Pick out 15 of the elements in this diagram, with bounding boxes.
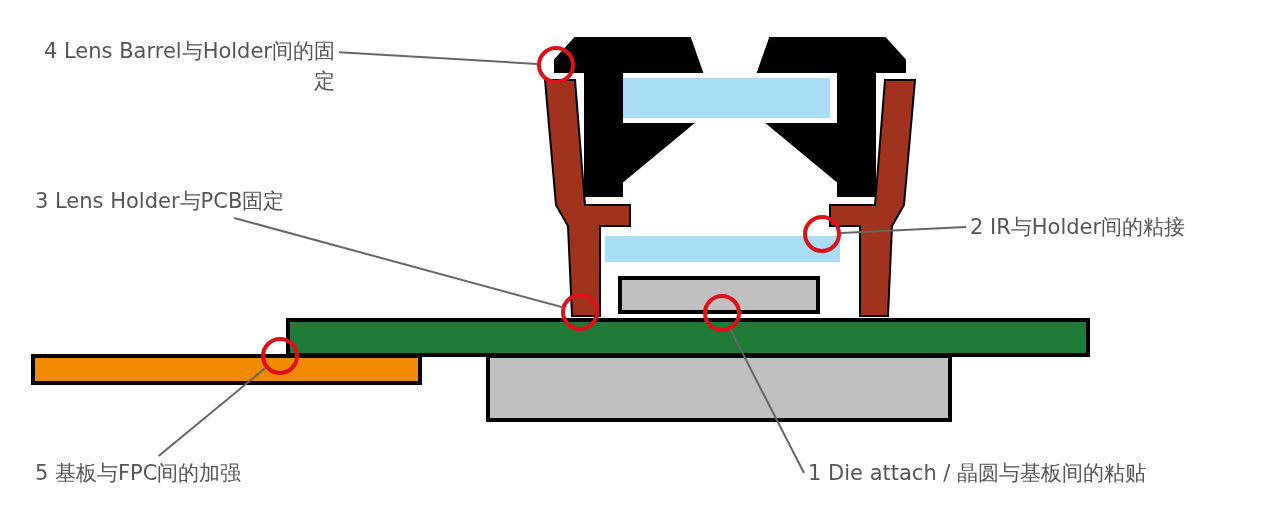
- marker-circle: [803, 215, 841, 253]
- leader-line: [157, 367, 267, 457]
- marker-circle: [561, 293, 599, 331]
- leader-line: [840, 226, 967, 235]
- leader-line: [233, 217, 563, 308]
- callout-text: 3 Lens Holder与PCB固定: [35, 186, 285, 216]
- marker-circle: [261, 337, 299, 375]
- callout-text: 1 Die attach / 晶圆与基板间的粘贴: [808, 458, 1147, 488]
- marker-circle: [537, 46, 575, 84]
- marker-circle: [703, 294, 741, 332]
- leader-line: [729, 328, 805, 474]
- callout-text: 4 Lens Barrel与Holder间的固定: [35, 36, 335, 96]
- leader-line: [338, 51, 539, 65]
- callout-text: 5 基板与FPC间的加强: [35, 458, 242, 488]
- callout-text: 2 IR与Holder间的粘接: [970, 212, 1186, 242]
